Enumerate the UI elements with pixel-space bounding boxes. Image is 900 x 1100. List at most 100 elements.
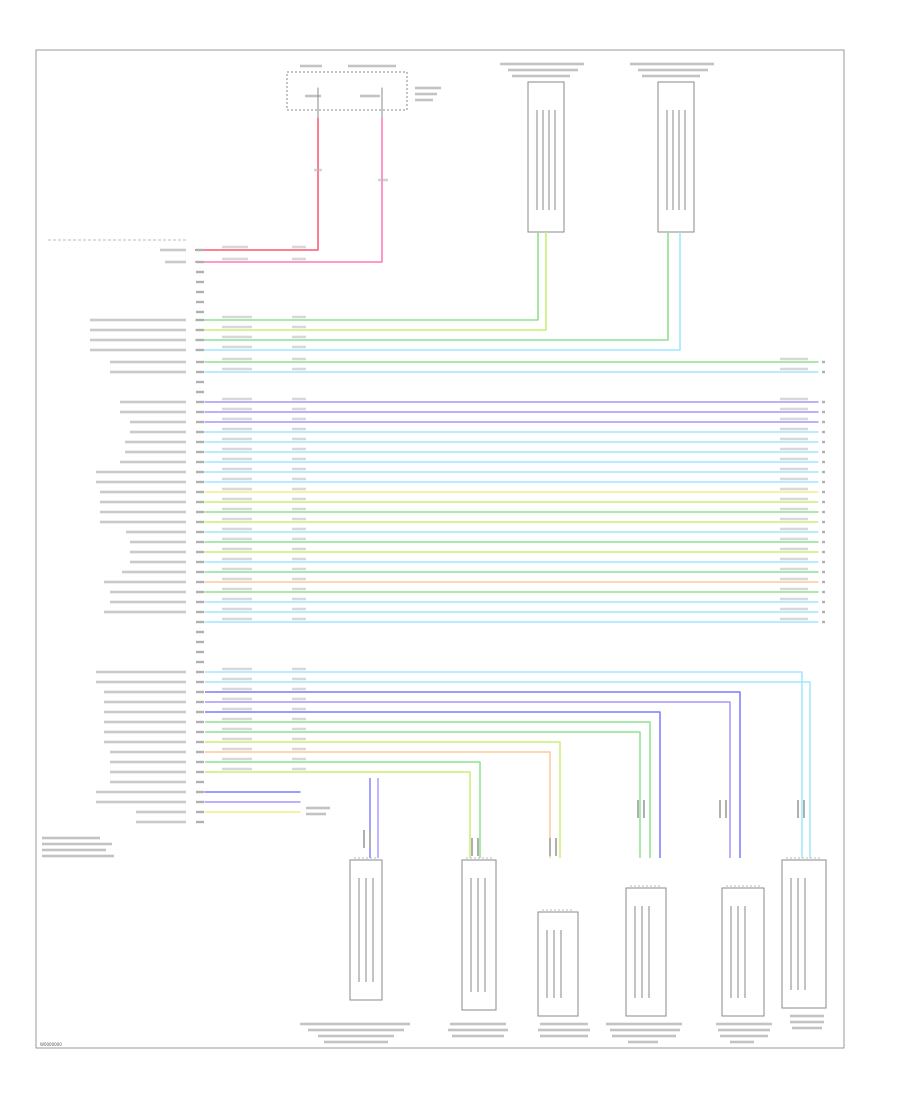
pin-number-text	[196, 410, 204, 414]
sensor-name-text	[300, 1022, 410, 1026]
wire-code-text	[222, 537, 252, 541]
sensor-left-title	[512, 74, 570, 78]
pin-number-text	[196, 390, 204, 394]
sensor-name-text	[448, 1028, 508, 1032]
sensor-name-text	[612, 1034, 676, 1038]
wire-code-text	[780, 587, 808, 591]
pin-number-text	[196, 270, 204, 274]
pin-number-text	[196, 490, 204, 494]
ground-label-text	[306, 806, 330, 810]
signal-label-text	[160, 248, 186, 252]
signal-label-text	[90, 348, 186, 352]
signal-label-text	[90, 328, 186, 332]
wire-code-text	[292, 357, 306, 361]
pin-number-text	[196, 540, 204, 544]
pin-number-text	[196, 640, 204, 644]
wire-code-text	[222, 697, 252, 701]
wire-code-text	[222, 467, 252, 471]
pin-number-text	[196, 810, 204, 814]
wire-code-text	[292, 547, 306, 551]
pin-number-text	[196, 790, 204, 794]
wire-code-text	[780, 597, 808, 601]
wire-code-text	[222, 507, 252, 511]
wire-code-text	[780, 527, 808, 531]
right-pin-text	[822, 440, 825, 444]
wire-code-text	[780, 497, 808, 501]
wire-code-text	[292, 407, 306, 411]
wire-bottom-drop	[205, 731, 641, 858]
wire-code-text	[292, 597, 306, 601]
wire-code-text	[292, 607, 306, 611]
wire-code-text	[292, 727, 306, 731]
wire-code-text	[780, 617, 808, 621]
wire-code-text	[780, 357, 808, 361]
right-pin-text	[822, 430, 825, 434]
pin-number-text	[196, 750, 204, 754]
pin-number-text	[196, 530, 204, 534]
wire-code-text	[292, 487, 306, 491]
right-pin-text	[822, 590, 825, 594]
wire-code-text	[222, 345, 252, 349]
pin-number-text	[196, 710, 204, 714]
wire-code-text	[719, 800, 721, 818]
pin-number-text	[196, 300, 204, 304]
wire-code-text	[292, 757, 306, 761]
right-pin-text	[822, 510, 825, 514]
sensor-name-text	[628, 1040, 658, 1044]
bottom-sensor-module	[625, 887, 667, 1017]
wire-code-text	[222, 427, 252, 431]
pin-number-text	[196, 610, 204, 614]
wire-code-text	[222, 357, 252, 361]
wire-code-text	[780, 467, 808, 471]
right-pin-text	[822, 520, 825, 524]
pin-number-text	[196, 380, 204, 384]
right-pin-text	[822, 620, 825, 624]
wire-code-text	[292, 667, 306, 671]
sensor-name-text	[720, 1034, 768, 1038]
pdc-label-text	[415, 86, 441, 90]
wire-code-text	[222, 417, 252, 421]
wire-code-text	[780, 547, 808, 551]
sensor-name-text	[318, 1034, 394, 1038]
signal-label-text	[90, 338, 186, 342]
wire-code-text	[803, 800, 805, 818]
signal-label-text	[104, 710, 186, 714]
wire-bottom-drop	[205, 711, 661, 858]
right-pin-text	[822, 560, 825, 564]
sensor-pin-text	[372, 878, 374, 982]
pin-number-text	[196, 520, 204, 524]
sensor-pin-text	[484, 878, 486, 992]
wire-code-text	[292, 457, 306, 461]
wire-bottom-drop	[205, 691, 741, 858]
sensor-pin-text	[548, 110, 550, 210]
signal-label-text	[100, 490, 186, 494]
wire-code-text	[292, 717, 306, 721]
right-pin-text	[822, 470, 825, 474]
sensor-pin-text	[730, 906, 732, 998]
wire-bottom-drop	[205, 741, 561, 858]
pin-number-text	[196, 700, 204, 704]
wire-code-text	[292, 447, 306, 451]
fuse-label-text	[348, 64, 396, 68]
wire-code-text	[780, 367, 808, 371]
pin-number-text	[196, 730, 204, 734]
wire-code-text	[222, 727, 252, 731]
signal-label-text	[96, 800, 186, 804]
sensor-name-text	[452, 1034, 504, 1038]
ground-label-text	[306, 812, 326, 816]
fuse-label-text	[300, 64, 322, 68]
signal-label-text	[165, 260, 186, 264]
wire-bottom-drop	[205, 671, 803, 858]
sensor-pin-text	[744, 906, 746, 998]
wire-code-text	[780, 557, 808, 561]
wire-code-text	[222, 607, 252, 611]
pin-number-text	[196, 570, 204, 574]
pin-number-text	[196, 720, 204, 724]
wire-code-text	[363, 830, 365, 848]
sensor-pin-text	[554, 110, 556, 210]
pin-number-text	[196, 400, 204, 404]
right-pin-text	[822, 580, 825, 584]
pin-number-text	[196, 780, 204, 784]
wire-code-text	[222, 677, 252, 681]
sensor-pin-text	[634, 906, 636, 998]
